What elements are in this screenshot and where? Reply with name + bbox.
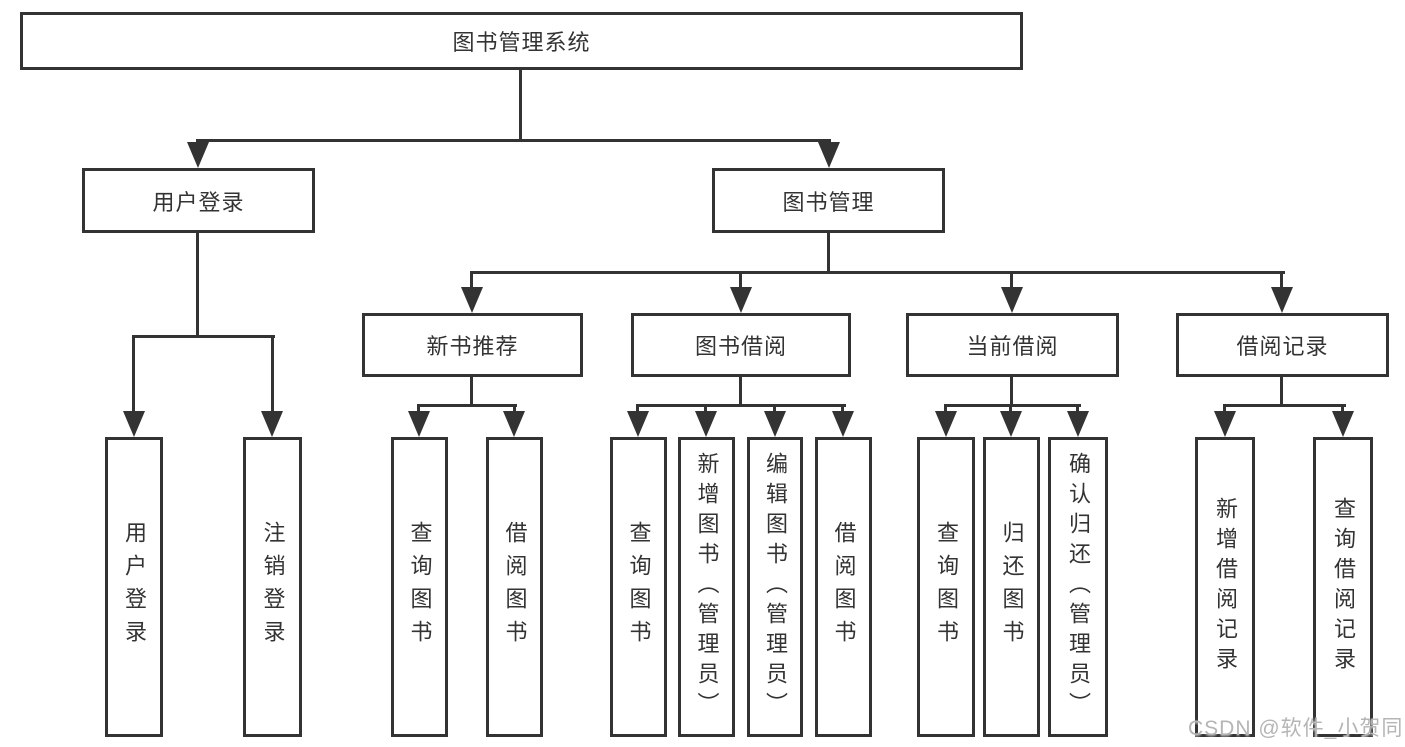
connector-stem-nb-query bbox=[417, 404, 420, 414]
connector-book-management-trunk bbox=[827, 232, 830, 274]
leaf-bb-add-books-admin: 新增图书（管理员） bbox=[678, 437, 735, 737]
connector-current-borrow-trunk bbox=[1010, 375, 1013, 407]
connector-stem-bb-borrow bbox=[841, 404, 844, 414]
arrowhead-down-icon bbox=[730, 287, 752, 313]
connector-new-book-branch bbox=[417, 404, 517, 407]
arrowhead-down-icon bbox=[1332, 411, 1354, 437]
arrowhead-down-icon bbox=[935, 411, 957, 437]
leaf-bb-add-books-admin-label: 新增图书（管理员） bbox=[694, 452, 720, 722]
leaf-br-query-record-label: 查询借阅记录 bbox=[1331, 497, 1356, 677]
connector-stem-nb-borrow bbox=[513, 404, 516, 414]
arrowhead-down-icon bbox=[1001, 287, 1023, 313]
leaf-nb-borrow-books: 借阅图书 bbox=[486, 437, 543, 737]
leaf-logout: 注销登录 bbox=[243, 437, 302, 737]
connector-stem-cb-confirm bbox=[1076, 404, 1079, 414]
arrowhead-down-icon bbox=[461, 287, 483, 313]
arrowhead-down-icon bbox=[627, 411, 649, 437]
leaf-br-add-record-label: 新增借阅记录 bbox=[1213, 497, 1238, 677]
watermark: CSDN @软件_小贺同学 bbox=[1188, 717, 1404, 740]
arrowhead-down-icon bbox=[408, 411, 430, 437]
leaf-bb-borrow-books: 借阅图书 bbox=[815, 437, 872, 737]
connector-new-book-trunk bbox=[470, 375, 473, 407]
arrowhead-down-icon bbox=[1271, 287, 1293, 313]
arrowhead-down-icon bbox=[1214, 411, 1236, 437]
leaf-bb-borrow-books-label: 借阅图书 bbox=[831, 521, 857, 653]
leaf-br-query-record: 查询借阅记录 bbox=[1313, 437, 1373, 737]
node-book-management: 图书管理 bbox=[712, 168, 945, 233]
connector-book-borrow-trunk bbox=[739, 375, 742, 407]
connector-user-login-branch bbox=[132, 335, 275, 338]
connector-root-trunk bbox=[519, 70, 522, 139]
node-book-borrow: 图书借阅 bbox=[631, 313, 851, 377]
leaf-nb-query-books: 查询图书 bbox=[391, 437, 448, 737]
connector-borrow-records-trunk bbox=[1280, 375, 1283, 407]
connector-book-management-branch bbox=[470, 271, 1285, 274]
leaf-bb-query-books-label: 查询图书 bbox=[626, 521, 652, 653]
leaf-user-login: 用户登录 bbox=[105, 437, 163, 737]
leaf-bb-query-books: 查询图书 bbox=[610, 437, 667, 737]
leaf-cb-return-books-label: 归还图书 bbox=[999, 521, 1025, 653]
connector-current-borrow-branch bbox=[944, 404, 1081, 407]
node-library-management-system: 图书管理系统 bbox=[20, 12, 1023, 70]
arrowhead-down-icon bbox=[832, 411, 854, 437]
node-borrow-records: 借阅记录 bbox=[1176, 313, 1389, 377]
leaf-bb-edit-books-admin: 编辑图书（管理员） bbox=[747, 437, 803, 737]
arrowhead-down-icon bbox=[123, 411, 145, 437]
node-user-login: 用户登录 bbox=[82, 168, 315, 233]
arrowhead-down-icon bbox=[187, 142, 209, 168]
leaf-cb-query-books-label: 查询图书 bbox=[934, 521, 959, 653]
node-new-book-recommend: 新书推荐 bbox=[362, 313, 583, 377]
arrowhead-down-icon bbox=[503, 411, 525, 437]
leaf-cb-confirm-return-admin-label: 确认归还（管理员） bbox=[1066, 452, 1091, 722]
arrowhead-down-icon bbox=[764, 411, 786, 437]
connector-user-login-trunk bbox=[196, 233, 199, 337]
leaf-user-login-label: 用户登录 bbox=[122, 521, 147, 653]
connector-stem-cb-return bbox=[1009, 404, 1012, 414]
connector-stem-bb-edit bbox=[773, 404, 776, 414]
connector-stem-bb-add bbox=[704, 404, 707, 414]
connector-stem-user-login-leaf bbox=[132, 335, 135, 414]
leaf-cb-confirm-return-admin: 确认归还（管理员） bbox=[1048, 437, 1108, 737]
connector-stem-logout-leaf bbox=[271, 335, 274, 414]
connector-stem-current-borrow bbox=[1010, 271, 1013, 289]
leaf-nb-borrow-books-label: 借阅图书 bbox=[502, 521, 528, 653]
arrowhead-down-icon bbox=[695, 411, 717, 437]
arrowhead-down-icon bbox=[1000, 411, 1022, 437]
arrowhead-down-icon bbox=[1067, 411, 1089, 437]
node-current-borrow: 当前借阅 bbox=[906, 313, 1119, 377]
connector-stem-cb-query bbox=[944, 404, 947, 414]
arrowhead-down-icon bbox=[818, 142, 840, 168]
connector-book-borrow-branch bbox=[636, 404, 846, 407]
connector-stem-br-add bbox=[1223, 404, 1226, 414]
arrowhead-down-icon bbox=[261, 411, 283, 437]
leaf-bb-edit-books-admin-label: 编辑图书（管理员） bbox=[763, 452, 788, 722]
leaf-nb-query-books-label: 查询图书 bbox=[407, 521, 433, 653]
connector-borrow-records-branch bbox=[1223, 404, 1346, 407]
connector-root-branch bbox=[196, 139, 831, 142]
connector-stem-br-query bbox=[1341, 404, 1344, 414]
connector-stem-bb-query bbox=[636, 404, 639, 414]
leaf-br-add-record: 新增借阅记录 bbox=[1195, 437, 1255, 737]
leaf-cb-query-books: 查询图书 bbox=[917, 437, 975, 737]
connector-stem-new-book-recommend bbox=[470, 271, 473, 289]
connector-stem-book-borrow bbox=[739, 271, 742, 289]
connector-stem-borrow-records bbox=[1280, 271, 1283, 289]
leaf-cb-return-books: 归还图书 bbox=[983, 437, 1040, 737]
leaf-logout-label: 注销登录 bbox=[260, 521, 286, 653]
